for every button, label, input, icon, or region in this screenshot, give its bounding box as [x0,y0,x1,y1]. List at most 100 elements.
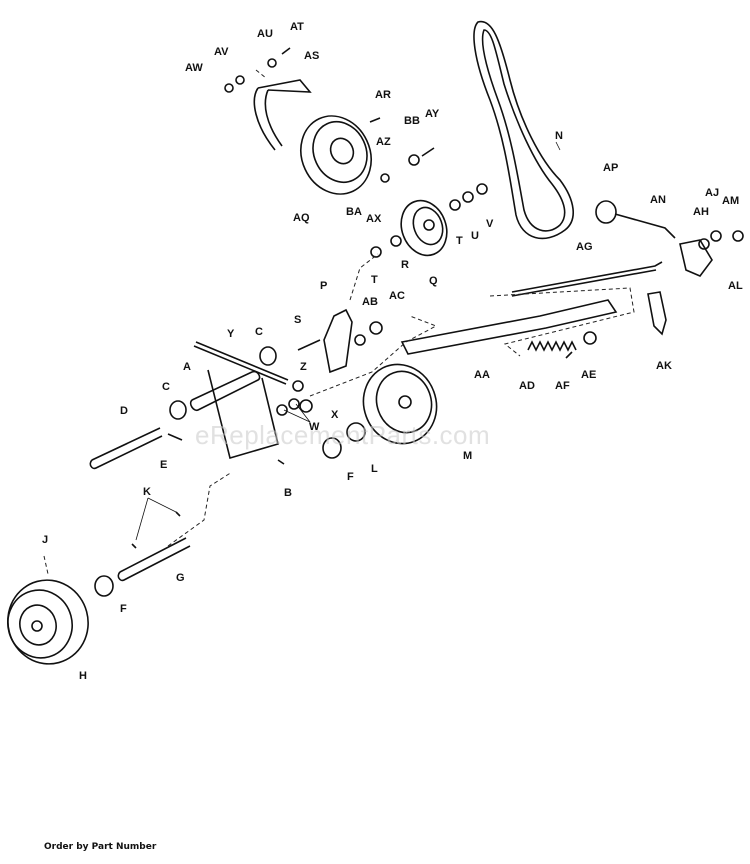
watermark: eReplacementParts.com [195,420,490,450]
washer-r-drawing [390,235,402,247]
label-F1: F [120,603,127,615]
label-AJ: AJ [705,187,719,199]
label-AG: AG [576,241,593,253]
washer-t2-drawing [370,246,382,258]
shaft-a-drawing [189,370,261,412]
label-K: K [143,486,151,498]
bushing-f1-drawing [94,575,114,597]
label-AE: AE [581,369,596,381]
pin-k1-drawing [131,543,137,549]
bolt-af-drawing [565,351,573,359]
pulley-m-drawing [362,363,438,445]
label-AK: AK [656,360,672,372]
bushing-f2-drawing [322,437,342,459]
label-S: S [294,314,301,326]
leader-w [283,403,311,423]
label-AA: AA [474,369,490,381]
label-AR: AR [375,89,391,101]
label-T2: T [371,274,378,286]
label-T1: T [456,235,463,247]
assembly-line-6 [255,69,267,79]
assembly-line-2 [309,315,438,397]
label-C2: C [255,326,263,338]
washer-au-drawing [267,58,277,68]
spring-y-drawing [193,341,289,385]
washer-bb-drawing [408,154,420,166]
washer-av-drawing [235,75,245,85]
assembly-line-5 [43,555,49,575]
washer-x-drawing [299,399,313,413]
label-AV: AV [214,46,229,58]
label-BA: BA [346,206,362,218]
assembly-line-3 [489,287,635,357]
label-AM: AM [722,195,739,207]
label-L: L [371,463,378,475]
pin-b-drawing [277,459,285,465]
bracket-body-drawing [207,369,279,460]
washer-ah-drawing [698,238,710,250]
leader-n [555,141,561,151]
label-Y: Y [227,328,235,340]
label-Z: Z [300,361,307,373]
label-AF: AF [555,380,570,392]
bracket-ak-drawing [647,291,667,336]
label-E: E [160,459,167,471]
bracket-al-drawing [679,239,713,277]
label-AD: AD [519,380,535,392]
assembly-line-1 [167,471,233,547]
washer-ac-drawing [369,321,383,335]
washer-w2-drawing [288,398,300,410]
belt-guide-drawing [253,79,312,151]
label-M: M [463,450,472,462]
label-N: N [555,130,563,142]
washer-ae-drawing [583,331,597,345]
washer-u-drawing [462,191,474,203]
rod-ag-drawing [511,261,663,297]
v-belt-drawing [473,20,574,240]
pulley-aq-drawing [300,115,372,195]
label-D: D [120,405,128,417]
label-U: U [471,230,479,242]
label-AH: AH [693,206,709,218]
idler-arm-drawing [400,299,618,355]
label-AS: AS [304,50,319,62]
label-AY: AY [425,108,440,120]
pin-k2-drawing [175,511,181,517]
washer-am-drawing [732,230,744,242]
washer-ba-drawing [380,173,390,183]
label-AP: AP [603,162,618,174]
bolt-ay-drawing [421,147,435,157]
label-AT: AT [290,21,304,33]
label-AN: AN [650,194,666,206]
spring-ad-drawing [527,340,577,352]
part-drawings [7,20,744,665]
label-AU: AU [257,28,273,40]
pulley-h-drawing [7,579,89,665]
washer-aw-drawing [224,83,234,93]
label-C1: C [162,381,170,393]
label-H: H [79,670,87,682]
label-AC: AC [389,290,405,302]
label-Q: Q [429,275,438,287]
part-labels: A B C C D E F F G H J K L M N P Q R S T … [42,21,743,682]
bolt-s-drawing [297,339,321,351]
bushing-c2-drawing [259,346,277,366]
shaft-g-drawing [117,537,191,582]
label-AL: AL [728,280,743,292]
washer-w1-drawing [276,404,288,416]
footer-order-note: Order by Part Number [44,842,157,852]
washer-v-drawing [476,183,488,195]
label-J: J [42,534,48,546]
nut-z-drawing [292,380,304,392]
label-B: B [284,487,292,499]
bolt-e-drawing [167,433,183,441]
washer-l-drawing [346,422,366,442]
label-BB: BB [404,115,420,127]
label-AX: AX [366,213,382,225]
leader-k [135,497,177,541]
label-X: X [331,409,339,421]
bushing-c1-drawing [169,400,187,420]
label-A: A [183,361,191,373]
bolt-at-drawing [281,47,291,55]
